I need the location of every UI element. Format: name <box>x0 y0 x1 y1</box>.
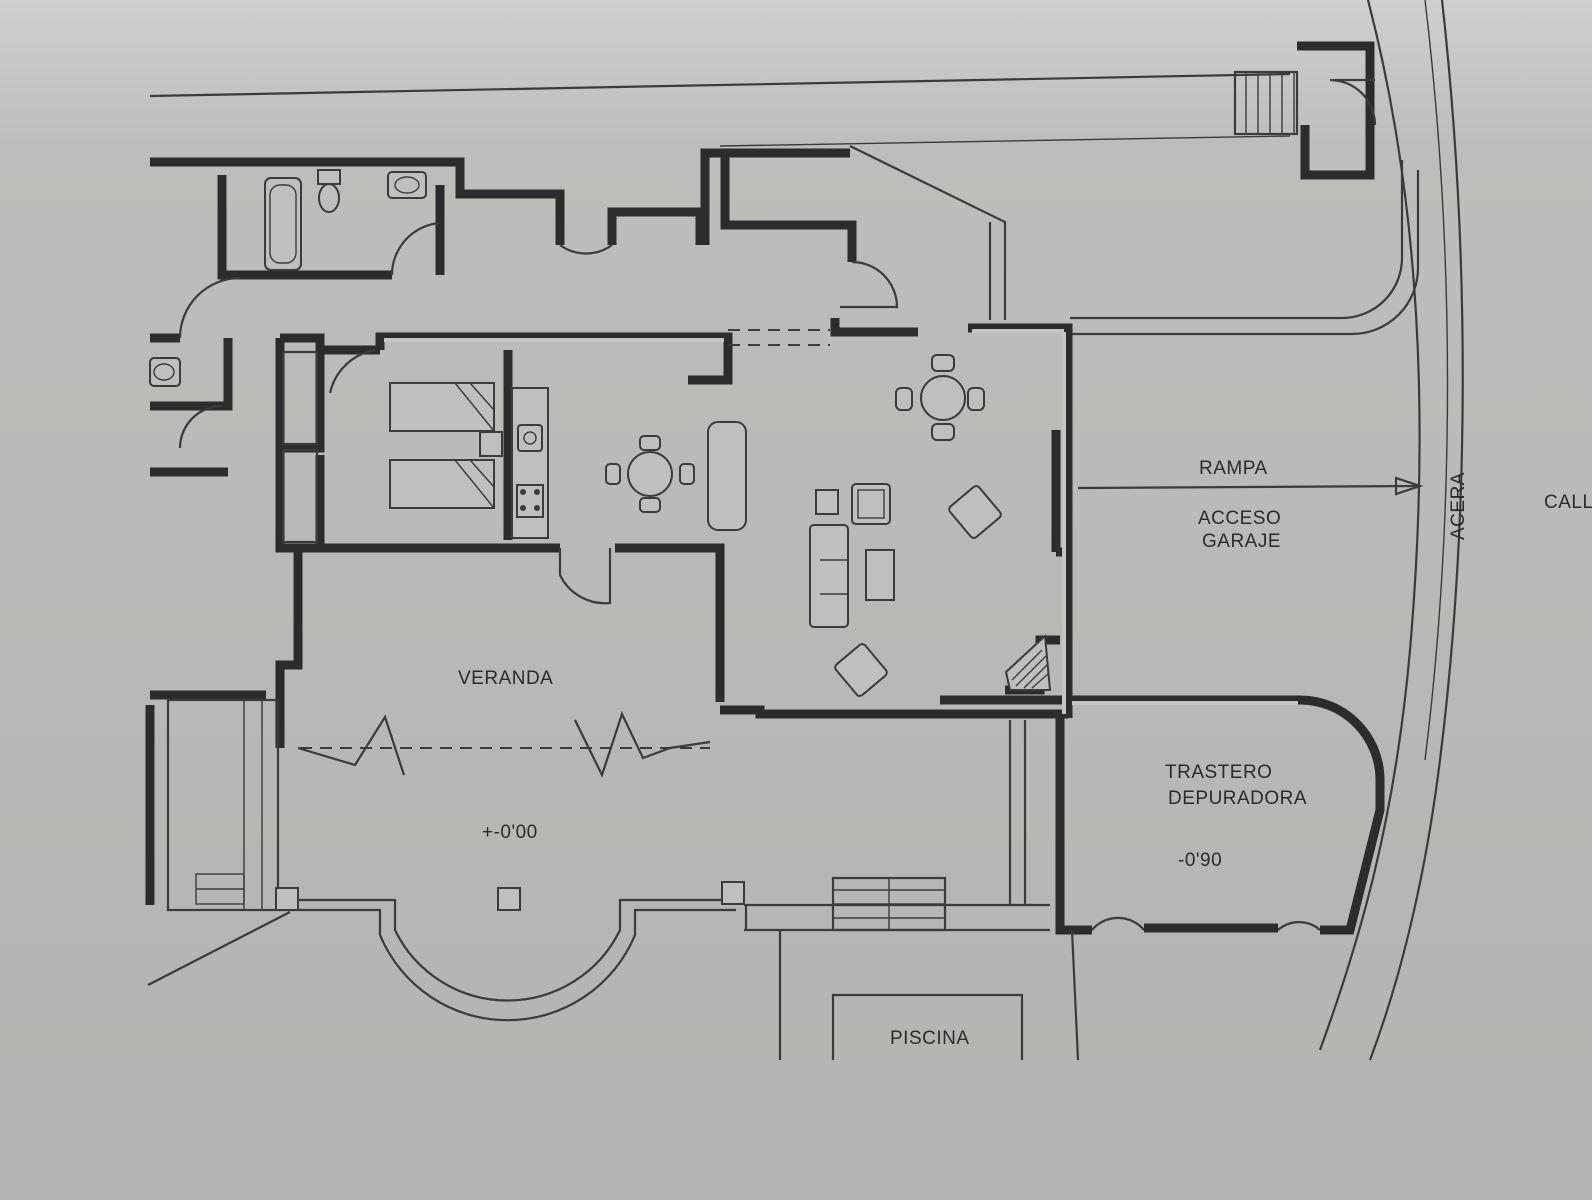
fireplace <box>1004 633 1052 691</box>
label-rampa: RAMPA <box>1199 458 1268 479</box>
garage-ramp <box>1070 160 1424 496</box>
label-acceso: ACCESO <box>1198 508 1281 529</box>
beds <box>389 382 503 509</box>
upper-wing-walls <box>150 145 1007 477</box>
left-annex <box>145 690 280 912</box>
label-level-main: +-0'00 <box>482 822 538 843</box>
living-seating <box>809 483 1002 697</box>
main-house-walls <box>275 318 1385 935</box>
label-calle: CALL <box>1544 492 1592 513</box>
kitchen-counter <box>511 387 549 539</box>
label-piscina: PISCINA <box>890 1028 970 1049</box>
wall-highlights <box>384 329 1298 714</box>
veranda-folding-doors <box>297 711 711 778</box>
label-trastero: TRASTERO <box>1165 762 1272 783</box>
label-level-storage: -0'90 <box>1178 850 1222 871</box>
pool-outline <box>778 929 1080 1061</box>
terrace-outline <box>147 720 1050 1022</box>
label-garaje: GARAJE <box>1202 531 1281 552</box>
label-acera: ACERA <box>1448 472 1469 540</box>
kitchen-dining-table <box>605 421 747 531</box>
top-boundary-line <box>149 72 1291 98</box>
bathroom-fixtures <box>149 169 427 387</box>
wardrobes <box>281 350 319 544</box>
pool-steps <box>831 876 947 932</box>
sliding-door-top <box>728 329 830 346</box>
entrance-stairs <box>1233 41 1377 180</box>
label-depuradora: DEPURADORA <box>1168 788 1307 809</box>
door-swings <box>328 348 1321 931</box>
label-veranda: VERANDA <box>458 668 553 689</box>
living-dining-table <box>895 354 985 441</box>
top-boundary-line-2 <box>719 135 1291 147</box>
